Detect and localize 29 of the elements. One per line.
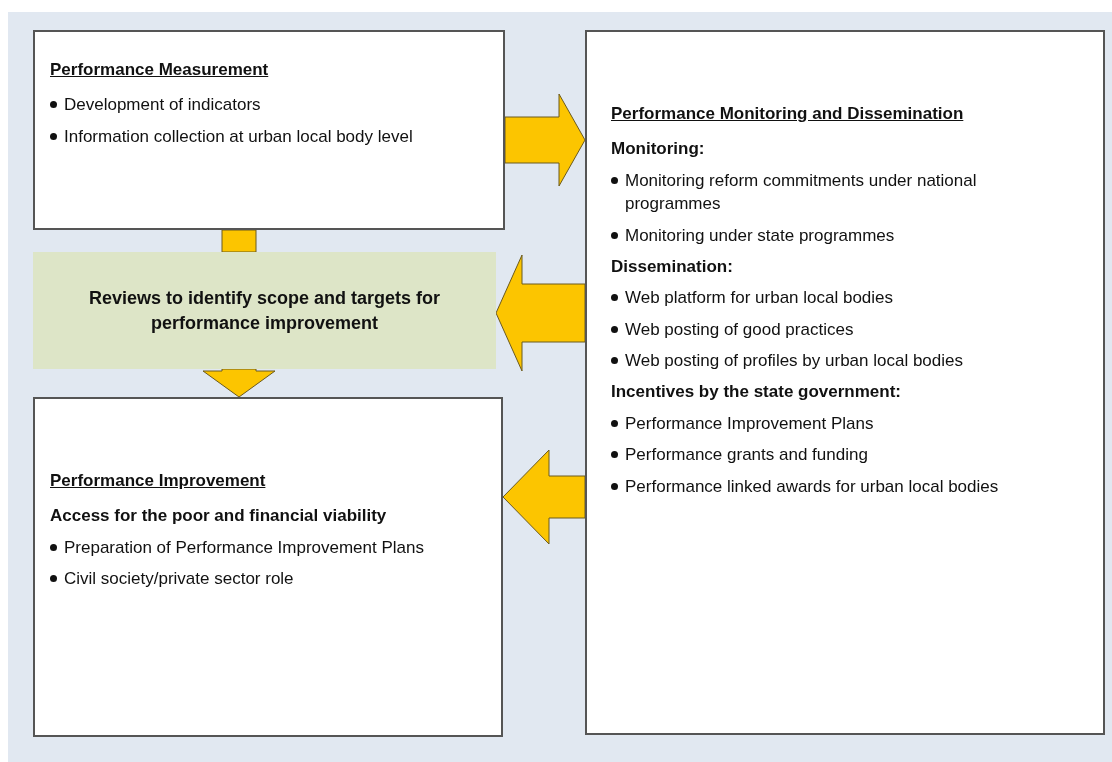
block-arrow [504, 93, 586, 187]
bullet-item: Performance linked awards for urban local bodies [625, 475, 999, 498]
bullet-item: Web posting of good practices [625, 318, 854, 341]
bullet-item: Civil society/private sector role [64, 568, 294, 591]
bullet-item: Web platform for urban local bodies [625, 287, 894, 310]
bullet-item: Performance grants and funding [625, 444, 868, 467]
text-box [585, 30, 1105, 735]
block-arrow [495, 254, 586, 372]
bullet-item: Performance Improvement Plans [625, 412, 874, 435]
block-arrow [202, 368, 276, 398]
bullet-item: Monitoring under state programmes [625, 224, 895, 247]
bullet-item: Preparation of Performance Improvement Plans [64, 536, 424, 559]
review-text: Reviews to identify scope and targets for performance improvement [87, 286, 442, 335]
bullet-item: Information collection at urban local body level [64, 125, 413, 148]
heading: Performance Improvement [50, 470, 267, 492]
heading: Performance Monitoring and Dissemination [611, 103, 965, 125]
bullet-item: Development of indicators [64, 94, 261, 117]
text-box [33, 397, 503, 737]
text-box [33, 252, 496, 369]
subheading: Dissemination: [611, 255, 734, 278]
subheading: Incentives by the state government: [611, 381, 903, 404]
bullet-item: Web posting of profiles by urban local bodies [625, 350, 963, 372]
subheading: Access for the poor and financial viability [50, 505, 388, 528]
subheading: Monitoring: [611, 138, 706, 161]
block-arrow [221, 229, 257, 253]
bullet-item: Monitoring reform commitments under national programmes [625, 169, 978, 216]
block-arrow [502, 449, 586, 545]
heading: Performance Measurement [50, 59, 270, 81]
text-box [33, 30, 505, 230]
